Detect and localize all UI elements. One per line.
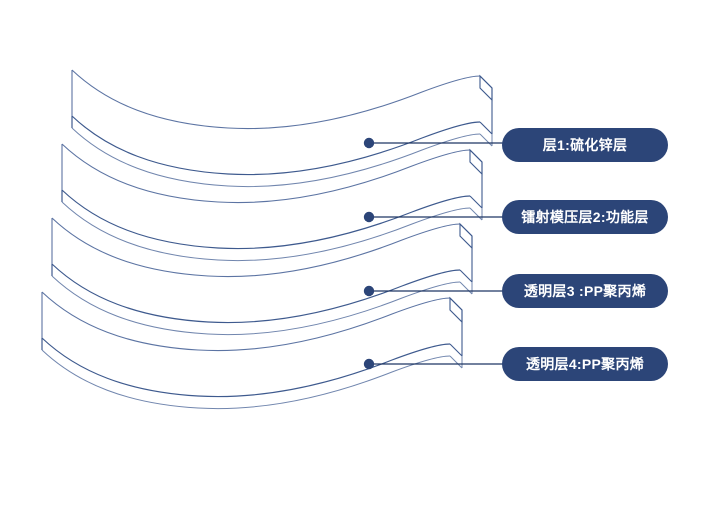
layer-label-3-text: 透明层3 :PP聚丙烯 — [523, 283, 647, 299]
layer-label-4-text: 透明层4:PP聚丙烯 — [525, 356, 645, 372]
layer-label-4[interactable]: 透明层4:PP聚丙烯 — [502, 347, 668, 381]
layer-label-1-text: 层1:硫化锌层 — [542, 137, 628, 153]
callout-dot-4 — [363, 358, 375, 370]
callout-connectors — [363, 137, 515, 370]
callout-dot-3 — [363, 285, 375, 297]
layer-label-1[interactable]: 层1:硫化锌层 — [502, 128, 668, 162]
layer-label-3[interactable]: 透明层3 :PP聚丙烯 — [502, 274, 668, 308]
callout-dot-2 — [363, 211, 375, 223]
layer-label-2-text: 镭射模压层2:功能层 — [521, 209, 649, 225]
layer-label-2[interactable]: 镭射模压层2:功能层 — [502, 200, 668, 234]
callout-dot-1 — [363, 137, 375, 149]
